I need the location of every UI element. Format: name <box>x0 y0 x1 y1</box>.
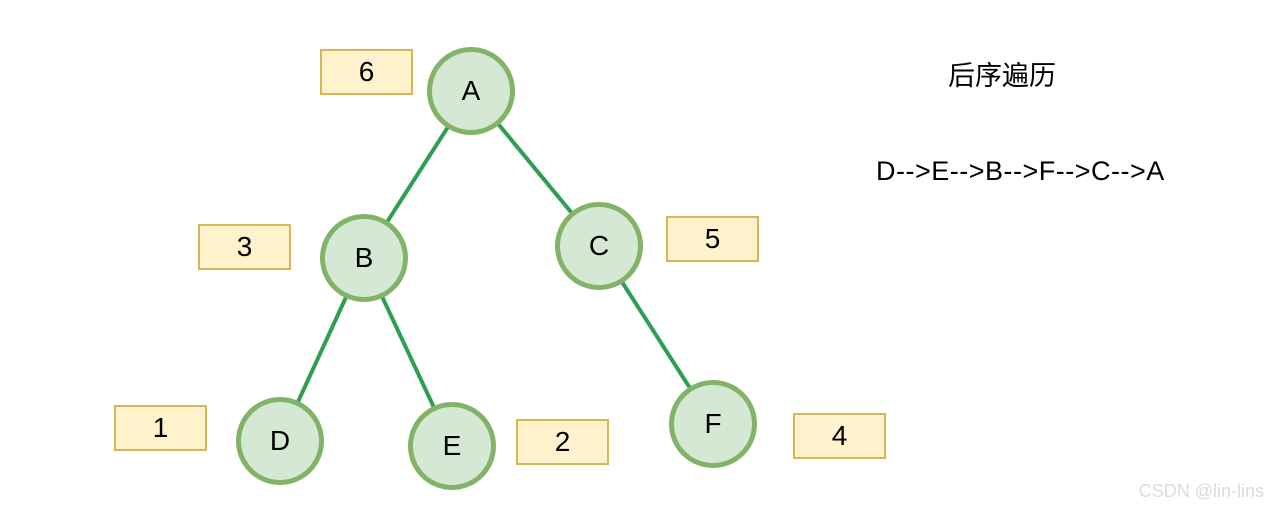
watermark: CSDN @lin-lins <box>1138 481 1264 501</box>
tree-node-label: C <box>588 230 610 261</box>
tree-node-label: E <box>442 430 462 461</box>
order-badge-E: 2 <box>516 419 609 465</box>
order-badge-C: 5 <box>666 216 759 262</box>
order-badge-value: 6 <box>358 56 375 87</box>
order-badge-value: 2 <box>554 426 571 457</box>
tree-node-B: B <box>320 214 408 302</box>
tree-node-label: D <box>269 425 291 456</box>
tree-node-E: E <box>408 402 496 490</box>
tree-node-label: F <box>704 408 722 439</box>
order-badge-A: 6 <box>320 49 413 95</box>
traversal-title: 后序遍历 <box>948 61 1056 91</box>
tree-node-A: A <box>427 47 515 135</box>
tree-node-F: F <box>669 380 757 468</box>
order-badge-value: 4 <box>831 420 848 451</box>
tree-node-C: C <box>555 202 643 290</box>
traversal-sequence: D-->E-->B-->F-->C-->A <box>876 156 1165 186</box>
order-badge-F: 4 <box>793 413 886 459</box>
order-badge-B: 3 <box>198 224 291 270</box>
order-badge-value: 1 <box>152 412 169 443</box>
tree-node-label: B <box>354 242 374 273</box>
order-badge-D: 1 <box>114 405 207 451</box>
tree-node-label: A <box>461 75 481 106</box>
order-badge-value: 3 <box>236 231 253 262</box>
tree-node-D: D <box>236 397 324 485</box>
order-badge-value: 5 <box>704 223 721 254</box>
